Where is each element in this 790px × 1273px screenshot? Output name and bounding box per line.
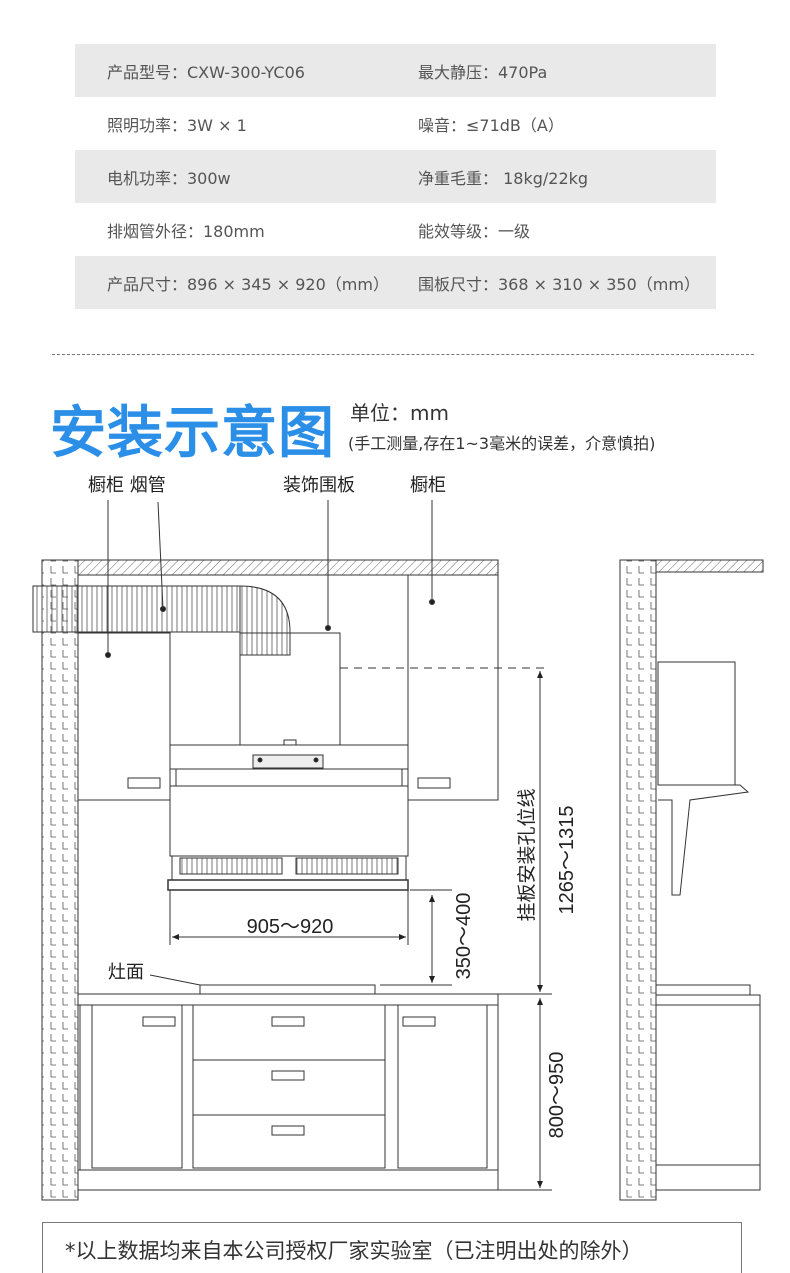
mount-line-label: 挂板安装孔位线 xyxy=(516,788,538,921)
spec-left: 排烟管外径：180mm xyxy=(107,221,265,241)
mount-height-dimension: 1265～1315 xyxy=(556,806,578,915)
measurement-note: (手工测量,存在1~3毫米的误差，介意慎拍) xyxy=(348,434,656,453)
spec-row: 排烟管外径：180mm 能效等级：一级 xyxy=(75,203,716,256)
side-view xyxy=(619,559,764,1201)
spec-left: 电机功率：300w xyxy=(107,168,231,188)
spec-row: 电机功率：300w 净重毛重： 18kg/22kg xyxy=(75,150,716,203)
footnote-box: *以上数据均来自本公司授权厂家实验室（已注明出处的除外） xyxy=(42,1222,742,1273)
spec-row: 产品尺寸：896 × 345 × 920（mm） 围板尺寸：368 × 310 ×… xyxy=(75,256,716,309)
label-cabinet-duct: 橱柜 烟管 xyxy=(88,475,166,496)
spec-left: 照明功率：3W × 1 xyxy=(107,115,247,135)
counter-height-dimension: 800～950 xyxy=(546,1052,568,1139)
label-decor-panel: 装饰围板 xyxy=(283,475,355,496)
footnote-text: *以上数据均来自本公司授权厂家实验室（已注明出处的除外） xyxy=(65,1239,643,1263)
leader-line xyxy=(157,501,164,610)
spec-row: 产品型号：CXW-300-YC06 最大静压：470Pa xyxy=(75,44,716,97)
upper-cabinet-right xyxy=(407,574,499,801)
spec-left: 产品型号：CXW-300-YC06 xyxy=(107,62,305,82)
hood-height-dimension: 350～400 xyxy=(453,893,475,980)
label-stove-surface: 灶面 xyxy=(108,962,144,983)
spec-right: 净重毛重： 18kg/22kg xyxy=(418,168,589,188)
spec-right: 能效等级：一级 xyxy=(418,221,531,241)
spec-right: 最大静压：470Pa xyxy=(418,62,548,82)
unit-label: 单位：mm xyxy=(350,401,449,425)
leader-line xyxy=(149,974,201,986)
ceiling xyxy=(77,559,499,576)
exhaust-duct xyxy=(32,585,291,656)
section-title: 安装示意图 xyxy=(50,401,335,466)
spec-left: 产品尺寸：896 × 345 × 920（mm） xyxy=(107,274,389,294)
width-dimension: 905～920 xyxy=(247,916,334,938)
label-cabinet-right: 橱柜 xyxy=(410,475,446,496)
spec-right: 围板尺寸：368 × 310 × 350（mm） xyxy=(418,274,700,294)
spec-right: 噪音：≤71dB（A） xyxy=(418,115,564,135)
section-divider xyxy=(52,354,754,355)
spec-row: 照明功率：3W × 1 噪音：≤71dB（A） xyxy=(75,97,716,150)
spec-table: 产品型号：CXW-300-YC06 最大静压：470Pa 照明功率：3W × 1 噪… xyxy=(75,44,716,309)
range-hood xyxy=(167,739,409,891)
base-cabinet xyxy=(77,984,499,1191)
left-wall xyxy=(41,559,79,1201)
upper-cabinet-left xyxy=(77,632,171,801)
